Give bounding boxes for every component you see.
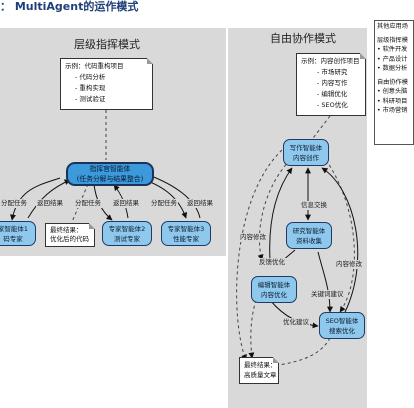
agent-line: 编辑智能体 — [257, 280, 291, 289]
note-line: - SEO优化 — [317, 101, 348, 109]
legend-line: • 科研项目 — [377, 97, 408, 105]
agent-line: SEO智能体 — [325, 316, 359, 325]
edge-label-return-1: 返回结果 — [36, 199, 64, 208]
expert-agent-1: 家智能体1 码专家 — [0, 221, 36, 246]
note-line: - 市场研究 — [317, 68, 348, 76]
legend-line: 层级指挥模 — [377, 36, 408, 44]
note-line: 示例：内容创作项目 — [301, 57, 360, 65]
hierarchical-example-note: 示例：代码重构项目 - 代码分析 - 重构实现 - 测试验证 — [60, 58, 153, 110]
legend-line: • 数据分析 — [377, 65, 408, 72]
agent-line: 测试专家 — [114, 234, 140, 243]
edge-return-1 — [27, 179, 71, 219]
editor-agent: 编辑智能体 内容优化 — [251, 276, 297, 303]
application-scenarios-box: 其他应用场 层级指挥模 • 软件开发 • 产品设计 • 数据分析 自由协作模 •… — [374, 20, 414, 145]
edge-research-seo — [317, 251, 333, 313]
agent-line: 家智能体1 — [0, 224, 29, 233]
collaborative-title: 自由协作模式 — [270, 32, 336, 45]
edge-label-content-modify-right: 内容修改 — [335, 260, 363, 269]
research-agent: 研究智能体 资料收集 — [286, 222, 332, 249]
legend-line: • 市场营销 — [377, 107, 408, 114]
edge-label-optimize: 优化建议 — [282, 318, 310, 327]
note-line: 高质量文章 — [244, 371, 277, 379]
note-line: 最终结果： — [50, 226, 83, 234]
agent-line: 码专家 — [3, 234, 23, 243]
note-line: 示例：代码重构项目 — [65, 62, 124, 70]
seo-agent: SEO智能体 搜索优化 — [319, 312, 365, 339]
expert-agent-3: 专家智能体3 性能专家 — [161, 221, 211, 246]
agent-line: (任务分解与结果整合) — [76, 175, 144, 183]
hierarchical-title: 层级指挥模式 — [74, 38, 140, 51]
edge-return-3 — [145, 173, 201, 219]
edge-seo-writer — [321, 167, 359, 313]
agent-line: 内容优化 — [261, 290, 287, 299]
agent-line: 性能专家 — [173, 234, 199, 243]
legend-line: • 产品设计 — [377, 55, 408, 63]
commander-agent: 指挥官智能体 (任务分解与结果整合) — [66, 162, 154, 186]
edge-label-keyword: 关键词建议 — [310, 290, 345, 299]
edge-assign-1 — [10, 177, 61, 221]
edge-label-assign-2: 分配任务 — [74, 199, 102, 208]
agent-line: 资料收集 — [296, 236, 322, 245]
edge-label-return-3: 返回结果 — [186, 199, 214, 208]
writer-agent: 写作智能体 内容创作 — [283, 139, 329, 166]
edge-editor-result — [248, 299, 257, 359]
note-line: 优化后的代码 — [50, 235, 89, 243]
note-line: - 内容写作 — [317, 79, 348, 87]
edge-label-content-modify-left: 内容修改 — [239, 233, 267, 242]
agent-line: 专家智能体3 — [167, 224, 205, 233]
agent-line: 写作智能体 — [289, 143, 323, 152]
agent-line: 内容创作 — [293, 153, 319, 162]
edge-label-feedback: 反馈优化 — [258, 258, 286, 267]
edge-label-assign-1: 分配任务 — [0, 199, 28, 208]
agent-line: 研究智能体 — [292, 226, 326, 235]
note-line: - 重构实现 — [75, 84, 106, 92]
edge-label-assign-3: 分配任务 — [150, 199, 178, 208]
collaborative-result-note: 最终结果： 高质量文章 — [239, 357, 279, 384]
agent-line: 指挥官智能体 — [89, 165, 131, 173]
hierarchical-result-note: 最终结果： 优化后的代码 — [45, 223, 95, 247]
edge-seo-result — [271, 337, 331, 369]
expert-agent-2: 专家智能体2 测试专家 — [102, 221, 152, 246]
collaborative-example-note: 示例：内容创作项目 - 市场研究 - 内容写作 - 编辑优化 - SEO优化 — [296, 53, 366, 116]
edge-label-info-exchange: 信息交换 — [300, 201, 328, 210]
note-line: - 编辑优化 — [317, 90, 348, 98]
edge-editor-writer — [269, 167, 293, 261]
legend-line: 自由协作模 — [377, 78, 408, 86]
note-line: - 测试验证 — [75, 95, 106, 103]
legend-line: 其他应用场 — [377, 23, 408, 30]
legend-line: • 创意头脑 — [377, 88, 408, 95]
agent-line: 搜索优化 — [329, 326, 355, 335]
note-line: - 代码分析 — [75, 73, 106, 81]
note-line: 最终结果： — [244, 361, 277, 369]
legend-line: • 软件开发 — [377, 46, 408, 53]
agent-line: 专家智能体2 — [108, 224, 146, 233]
edge-writer-seo — [325, 159, 355, 313]
edge-label-return-2: 返回结果 — [112, 199, 140, 208]
edge-writer-result — [236, 149, 283, 361]
edge-writer-editor — [257, 159, 291, 261]
figure-title: ： MultiAgent的运作模式 — [0, 0, 139, 13]
